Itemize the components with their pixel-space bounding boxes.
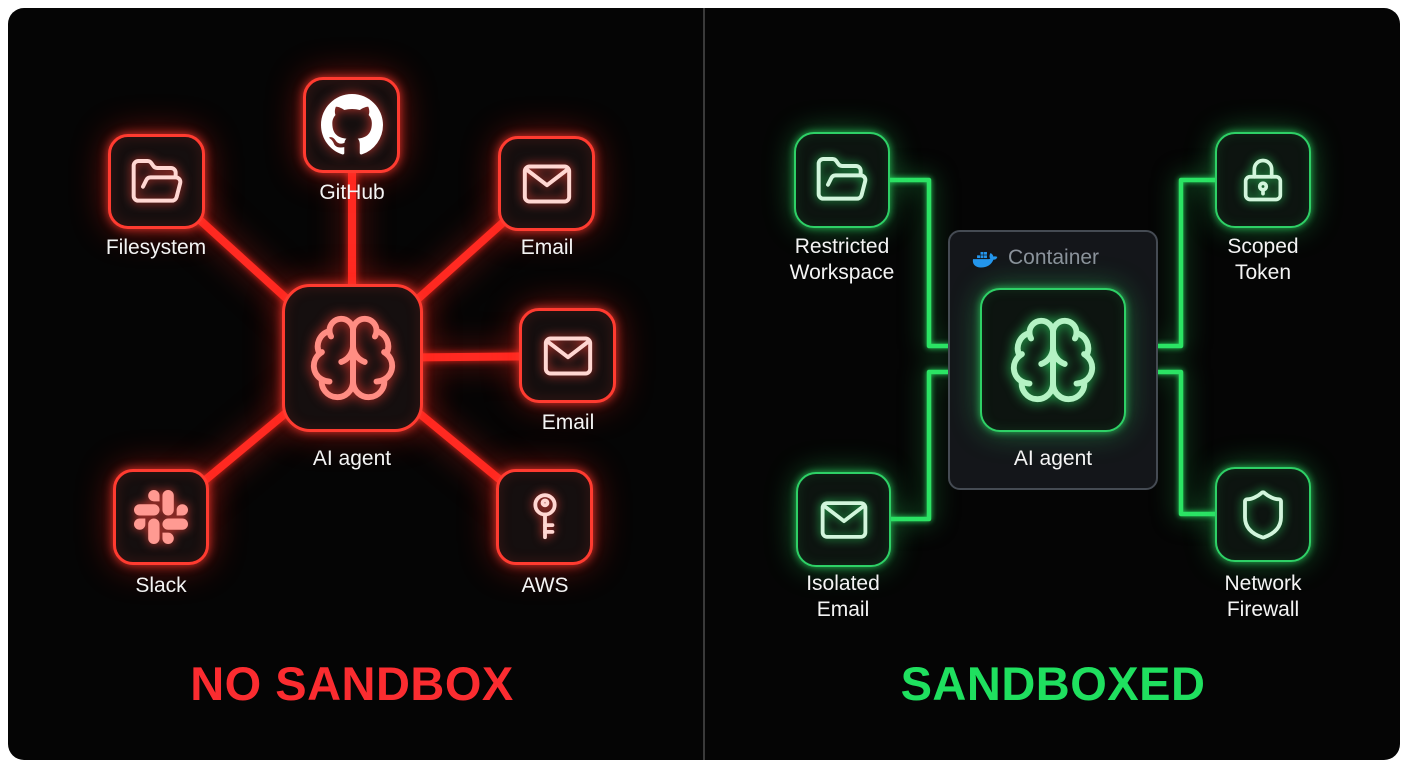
container-box: Container AI agent (948, 230, 1158, 490)
node-label-email-top: Email (520, 236, 574, 259)
node-label-ai-agent-right: AI agent (1013, 447, 1093, 470)
shield-icon (1236, 488, 1290, 542)
node-label-aws: AWS (521, 574, 569, 597)
node-label-network-firewall: Network Firewall (1224, 572, 1302, 622)
node-isolated-email (796, 472, 891, 567)
node-label-restricted-workspace: Restricted Workspace (789, 235, 895, 285)
node-label-isolated-email: Isolated Email (806, 572, 880, 622)
panel-divider (703, 8, 705, 760)
node-aws (496, 469, 593, 565)
right-panel-title: SANDBOXED (900, 657, 1206, 710)
left-panel-title: NO SANDBOX (190, 657, 514, 710)
node-slack (113, 469, 209, 565)
node-label-ai-agent-left: AI agent (312, 447, 392, 470)
folder-icon (814, 152, 870, 208)
node-scoped-token (1215, 132, 1311, 228)
lock-icon (1237, 154, 1289, 206)
node-label-email-right: Email (541, 411, 595, 434)
node-github (303, 77, 400, 173)
key-icon (518, 490, 572, 544)
container-label: Container (1008, 246, 1100, 269)
node-label-slack: Slack (135, 574, 187, 597)
mail-icon (519, 156, 575, 212)
node-network-firewall (1215, 467, 1311, 562)
node-ai-agent-left (282, 284, 423, 432)
node-label-scoped-token: Scoped Token (1227, 235, 1299, 285)
node-filesystem (108, 134, 205, 229)
mail-icon (540, 328, 596, 384)
brain-icon (1006, 313, 1100, 407)
docker-whale-icon (972, 248, 999, 269)
folder-icon (129, 154, 185, 210)
slack-icon (134, 490, 188, 544)
node-email-right (519, 308, 616, 403)
node-ai-agent-right (980, 288, 1126, 432)
github-icon (320, 94, 383, 156)
mail-icon (817, 493, 871, 547)
brain-icon (306, 311, 400, 405)
node-label-github: GitHub (319, 181, 385, 204)
node-restricted-workspace (794, 132, 890, 228)
node-label-filesystem: Filesystem (105, 236, 207, 259)
container-header: Container (972, 246, 1099, 270)
node-email-top (498, 136, 595, 231)
